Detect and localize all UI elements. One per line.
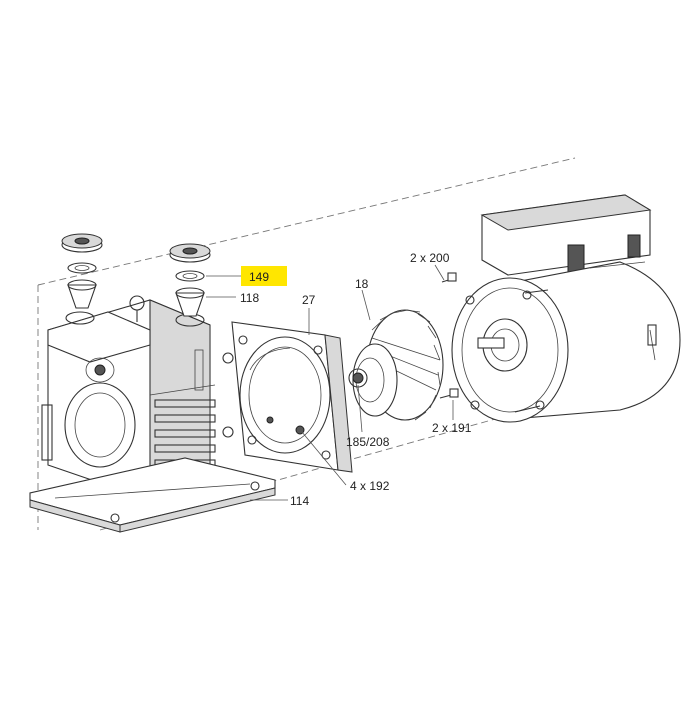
bearing-stack-left <box>61 233 103 309</box>
callout-label: 27 <box>302 293 316 307</box>
bolts-200 <box>441 272 457 283</box>
callout-label: 2 x 191 <box>432 421 472 435</box>
callout-label: 149 <box>249 270 269 284</box>
callout-18: 18 <box>355 277 371 321</box>
electric-motor <box>451 194 681 423</box>
callout-2x191: 2 x 191 <box>432 400 472 435</box>
callout-label: 4 x 192 <box>350 479 390 493</box>
part-149-ring <box>175 270 205 282</box>
callout-118: 118 <box>206 291 259 305</box>
base-plate <box>29 457 276 533</box>
fan-coupling <box>348 309 444 421</box>
callout-label: 18 <box>355 277 369 291</box>
callout-4x192: 4 x 192 <box>301 431 390 493</box>
adapter-flange <box>222 321 353 473</box>
bolts-191 <box>439 388 459 399</box>
coupling-hub <box>352 372 364 384</box>
callout-149: 149 <box>206 266 287 286</box>
callout-114: 114 <box>250 494 309 508</box>
callout-27: 27 <box>302 293 316 335</box>
callout-label: 2 x 200 <box>410 251 450 265</box>
callout-label: 118 <box>240 291 259 305</box>
bearing-stack-right <box>169 243 211 317</box>
callout-185-208: 185/208 <box>346 384 390 449</box>
highlight-box <box>241 266 287 286</box>
callout-label: 114 <box>290 494 309 508</box>
pump-housing <box>41 295 216 501</box>
callout-2x200: 2 x 200 <box>410 251 450 281</box>
callout-label: 185/208 <box>346 435 390 449</box>
part-118-cone <box>175 292 205 317</box>
